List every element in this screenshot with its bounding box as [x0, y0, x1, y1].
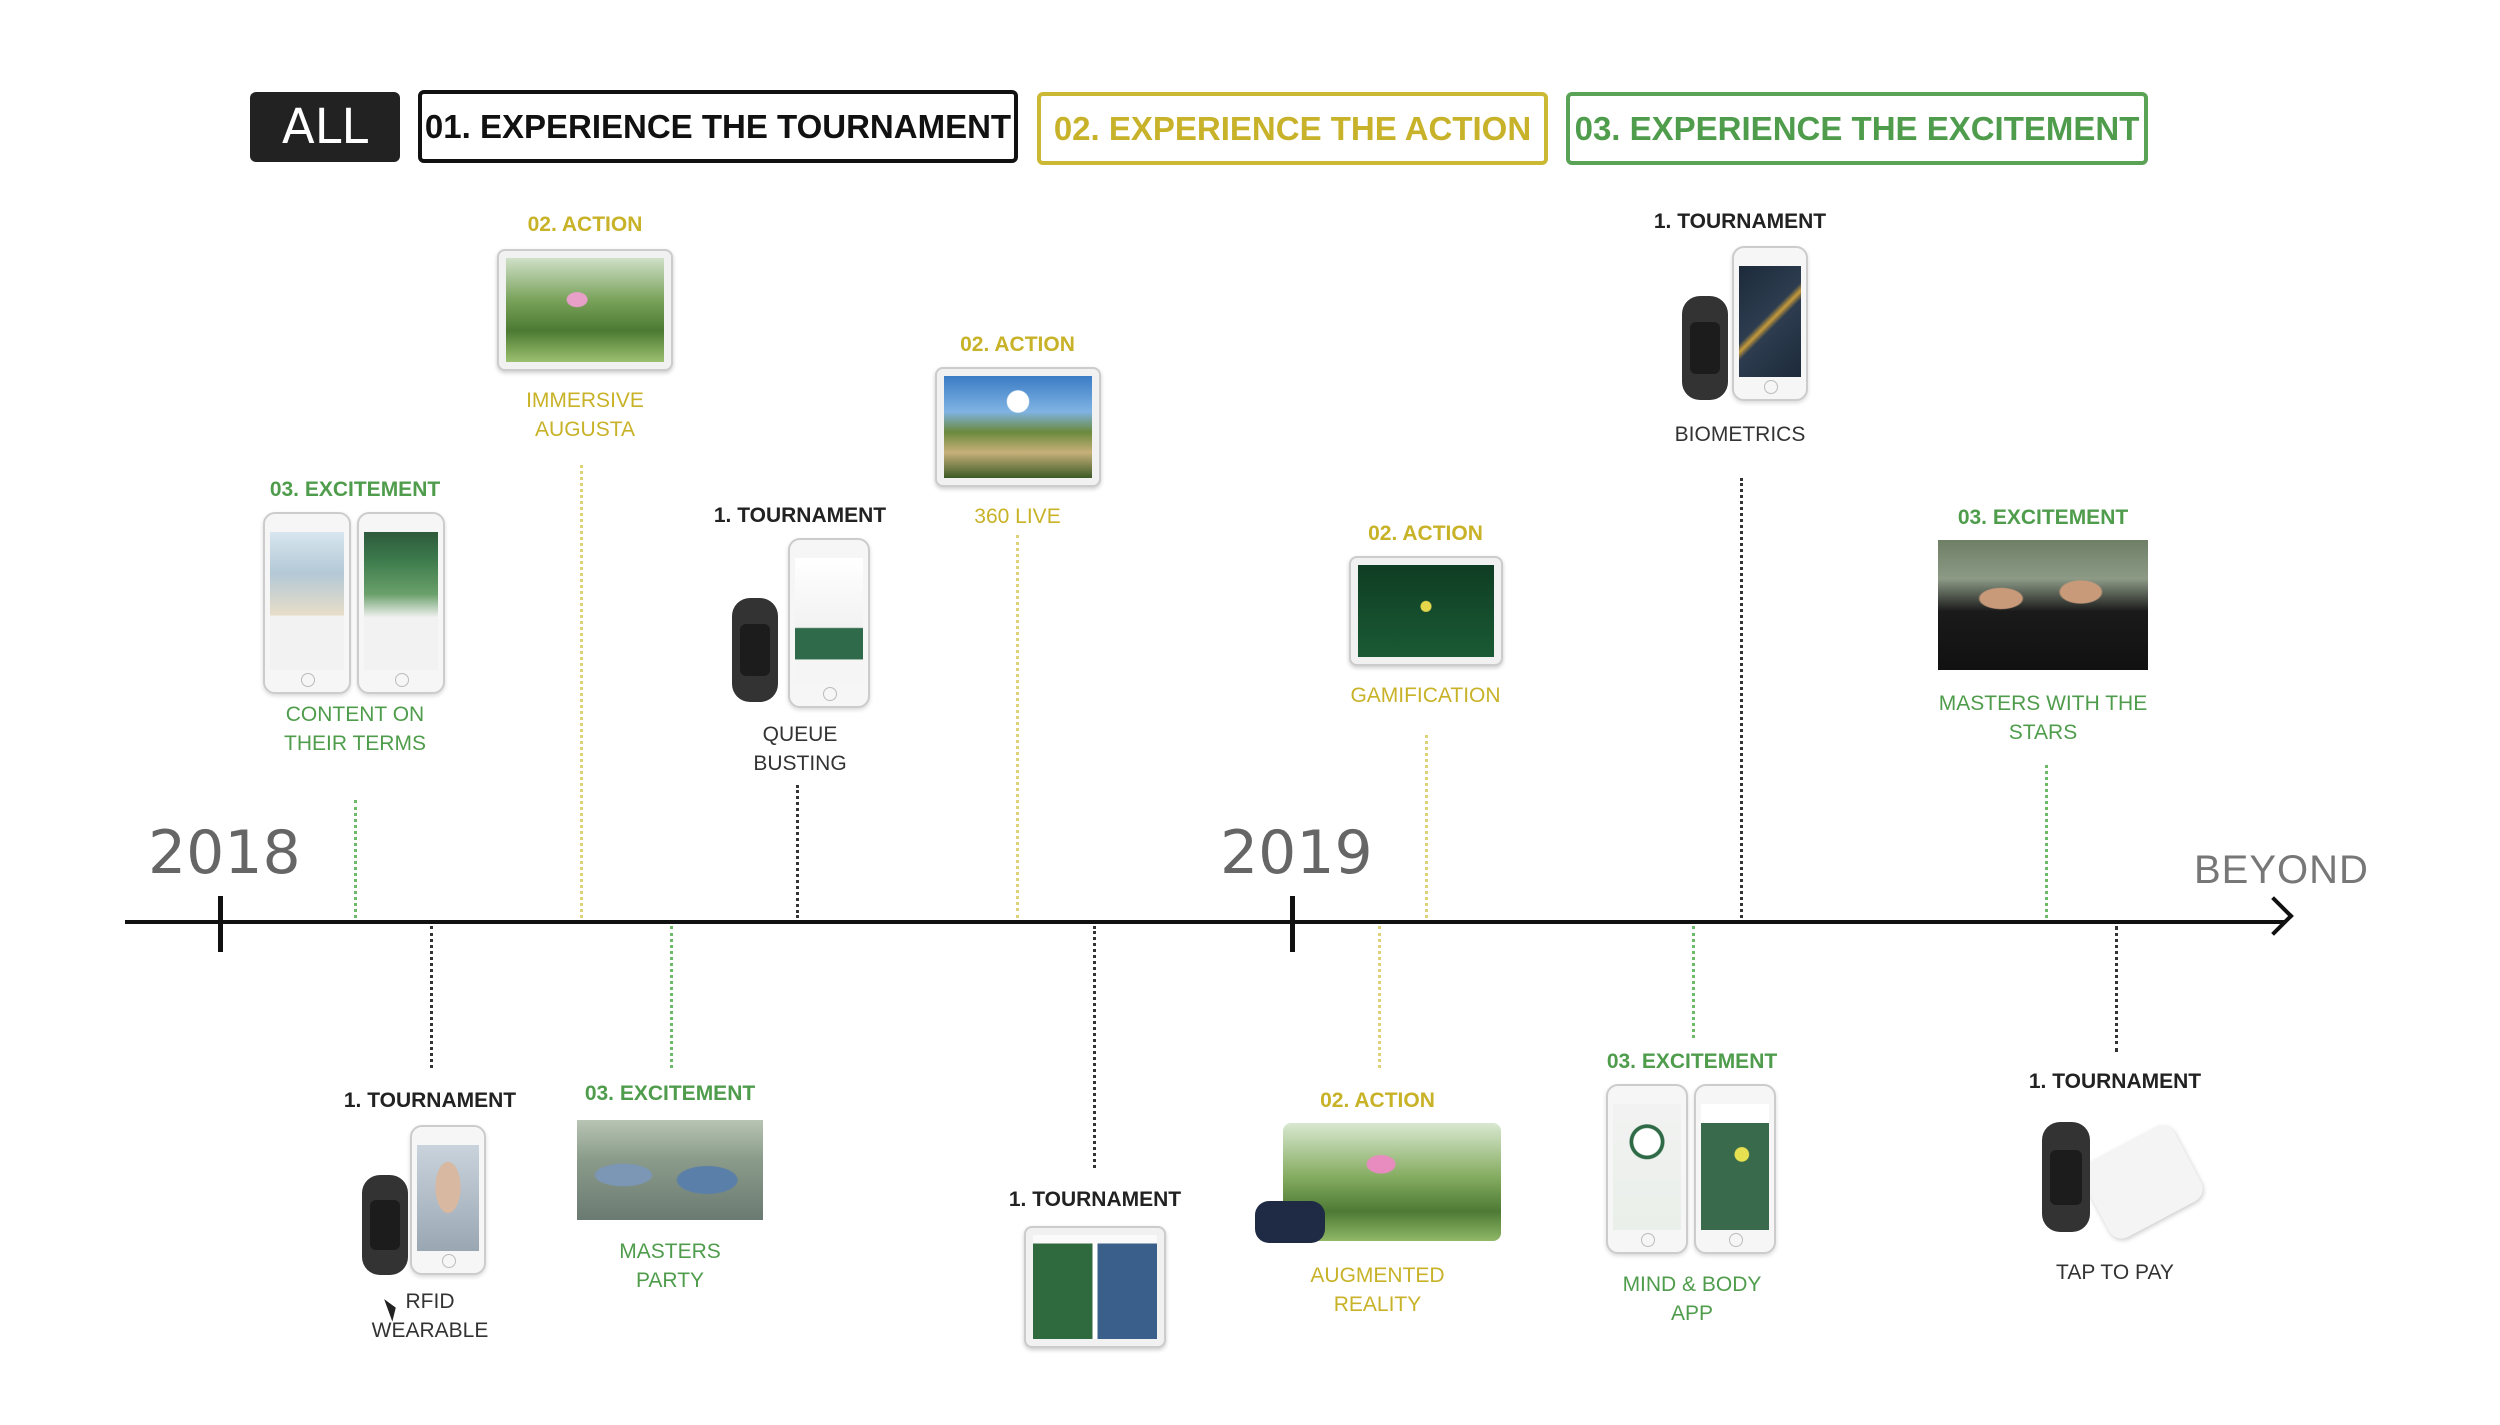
milestone-category: 03. EXCITEMENT [1582, 1050, 1802, 1074]
party-photo-image [565, 1120, 775, 1225]
wristband-phone-image [1640, 246, 1840, 406]
tab-experience-action[interactable]: 02. EXPERIENCE THE ACTION [1037, 92, 1548, 165]
milestone-augmented-reality[interactable]: 02. ACTION AUGMENTED REALITY [1255, 1089, 1500, 1319]
connector [670, 926, 673, 1068]
connector [1425, 735, 1428, 918]
milestone-tournament-app[interactable]: 1. TOURNAMENT [990, 1188, 1200, 1353]
wristband-terminal-image [2010, 1110, 2220, 1250]
tablet-game-image [1328, 556, 1523, 671]
wristband-phone-image [700, 538, 900, 708]
milestone-label: BIOMETRICS [1640, 420, 1840, 449]
milestone-label: MIND & BODY APP [1582, 1270, 1802, 1328]
two-phones-image [245, 512, 465, 572]
tablet-golf-course-image [480, 249, 690, 376]
milestone-label: GAMIFICATION [1328, 681, 1523, 710]
milestone-immersive-augusta[interactable]: 02. ACTION IMMERSIVE AUGUSTA [480, 213, 690, 444]
milestone-category: 1. TOURNAMENT [700, 504, 900, 528]
year-tick-2019 [1290, 896, 1295, 952]
timeline-end-label: BEYOND [2194, 848, 2369, 893]
connector [1093, 926, 1096, 1168]
wristband-phone-image [330, 1125, 530, 1275]
connector [796, 785, 799, 918]
milestone-label: CONTENT ON THEIR TERMS [245, 700, 465, 758]
milestone-tap-to-pay[interactable]: 1. TOURNAMENT TAP TO PAY [2010, 1070, 2220, 1287]
milestone-category: 1. TOURNAMENT [990, 1188, 1200, 1212]
tab-experience-tournament[interactable]: 01. EXPERIENCE THE TOURNAMENT [418, 90, 1018, 163]
connector [2115, 926, 2118, 1052]
milestone-rfid-wearable[interactable]: 1. TOURNAMENT RFID WEARABLE [330, 1089, 530, 1345]
milestone-masters-party[interactable]: 03. EXCITEMENT MASTERS PARTY [565, 1082, 775, 1295]
tablet-360-view-image [920, 367, 1115, 492]
connector [354, 800, 357, 918]
milestone-label: QUEUE BUSTING [700, 720, 900, 778]
milestone-category: 1. TOURNAMENT [1640, 210, 1840, 234]
connector [2045, 765, 2048, 918]
milestone-label: MASTERS WITH THE STARS [1928, 689, 2158, 747]
milestone-category: 1. TOURNAMENT [2010, 1070, 2220, 1094]
milestone-category: 02. ACTION [480, 213, 690, 237]
connector [580, 465, 583, 918]
connector [1692, 926, 1695, 1038]
milestone-content-on-their-terms[interactable]: 03. EXCITEMENT CONTENT ON THEIR TERMS [245, 478, 465, 758]
vr-headset-image [1255, 1123, 1500, 1253]
tablet-app-image [990, 1226, 1200, 1353]
milestone-label: 360 LIVE [920, 502, 1115, 531]
milestone-label: AUGMENTED REALITY [1255, 1261, 1500, 1319]
milestone-queue-busting[interactable]: 1. TOURNAMENT QUEUE BUSTING [700, 504, 900, 778]
connector [430, 926, 433, 1068]
milestone-masters-with-the-stars[interactable]: 03. EXCITEMENT MASTERS WITH THE STARS [1928, 506, 2158, 747]
tab-all[interactable]: ALL [250, 92, 400, 162]
connector [1378, 926, 1381, 1068]
milestone-category: 02. ACTION [1255, 1089, 1500, 1113]
year-label-2019: 2019 [1220, 818, 1373, 888]
year-label-2018: 2018 [148, 818, 301, 888]
timeline-axis [125, 920, 2285, 924]
milestone-mind-and-body-app[interactable]: 03. EXCITEMENT MIND & BODY APP [1582, 1050, 1802, 1328]
year-tick-2018 [218, 896, 223, 952]
milestone-label: IMMERSIVE AUGUSTA [480, 386, 690, 444]
connector [1016, 535, 1019, 918]
timeline-arrow-icon [2254, 896, 2294, 936]
two-phones-image [1582, 1084, 1802, 1256]
milestone-category: 03. EXCITEMENT [1928, 506, 2158, 530]
milestone-category: 03. EXCITEMENT [245, 478, 465, 502]
milestone-category: 02. ACTION [1328, 522, 1523, 546]
milestone-category: 02. ACTION [920, 333, 1115, 357]
milestone-label: MASTERS PARTY [565, 1237, 775, 1295]
milestone-category: 1. TOURNAMENT [330, 1089, 530, 1113]
tab-experience-excitement[interactable]: 03. EXPERIENCE THE EXCITEMENT [1566, 92, 2148, 165]
milestone-category: 03. EXCITEMENT [565, 1082, 775, 1106]
milestone-gamification[interactable]: 02. ACTION GAMIFICATION [1328, 522, 1523, 710]
milestone-label: RFID WEARABLE [330, 1287, 530, 1345]
milestone-label: TAP TO PAY [2010, 1258, 2220, 1287]
milestone-360-live[interactable]: 02. ACTION 360 LIVE [920, 333, 1115, 531]
interview-photo-image [1928, 540, 2158, 675]
milestone-biometrics[interactable]: 1. TOURNAMENT BIOMETRICS [1640, 210, 1840, 449]
connector [1740, 478, 1743, 918]
